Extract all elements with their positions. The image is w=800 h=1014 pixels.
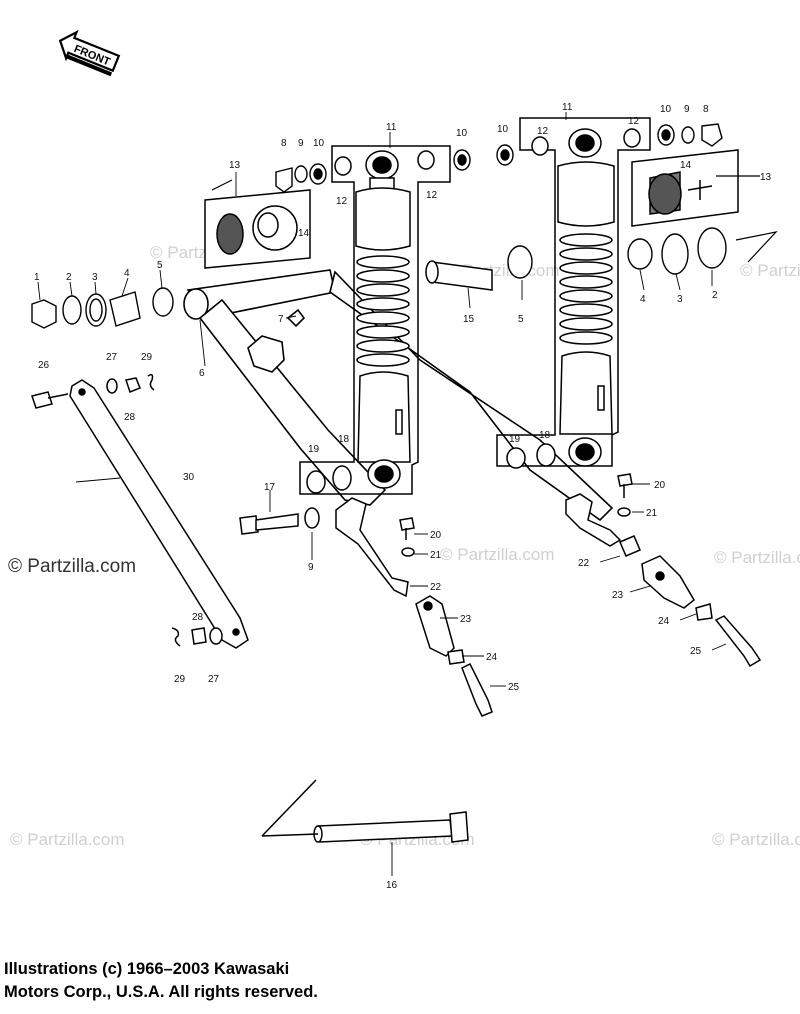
- callout-21: 21: [430, 550, 442, 561]
- callout-14: 14: [680, 160, 692, 171]
- callout-18: 18: [338, 434, 350, 445]
- cap-box-right: [631, 149, 739, 227]
- cap-box-left: [204, 189, 311, 269]
- callout-1: 1: [34, 272, 40, 283]
- right-lower-hardware: [565, 473, 762, 668]
- copyright-line-2: Motors Corp., U.S.A. All rights reserved…: [4, 983, 318, 1001]
- callout-9: 9: [298, 138, 304, 149]
- callout-3: 3: [92, 272, 98, 283]
- callout-22: 22: [578, 558, 590, 569]
- callout-28: 28: [192, 612, 204, 623]
- callout-20: 20: [654, 480, 666, 491]
- callout-25: 25: [508, 682, 520, 693]
- callout-8: 8: [703, 104, 709, 115]
- copyright-line-1: Illustrations (c) 1966–2003 Kawasaki: [4, 960, 290, 978]
- callout-7: 7: [278, 314, 284, 325]
- callout-13: 13: [760, 172, 772, 183]
- callout-24: 24: [486, 652, 498, 663]
- callout-28: 28: [124, 412, 136, 423]
- torque-link-30: [31, 373, 249, 649]
- copyright-notice: Illustrations (c) 1966–2003 Kawasaki Mot…: [4, 958, 424, 1004]
- callout-6: 6: [199, 368, 205, 379]
- callout-14: 14: [298, 228, 310, 239]
- callout-19: 19: [308, 444, 320, 455]
- callout-16: 16: [386, 880, 398, 891]
- left-lower-hardware: [239, 497, 493, 717]
- callout-11: 11: [386, 122, 397, 133]
- callout-9: 9: [684, 104, 690, 115]
- left-shock: [306, 150, 435, 494]
- callout-2: 2: [66, 272, 72, 283]
- callout-26: 26: [38, 360, 50, 371]
- callout-30: 30: [183, 472, 195, 483]
- callout-13: 13: [229, 160, 241, 171]
- callout-8: 8: [281, 138, 287, 149]
- callout-17: 17: [264, 482, 276, 493]
- pivot-bolt-16: [261, 779, 469, 843]
- callout-5: 5: [157, 260, 163, 271]
- callout-labels: 1 2 3 4 5 6 7 8 9 10 11 12 12 13 14 10 1…: [34, 102, 772, 891]
- front-arrow: FRONT: [58, 29, 121, 77]
- callout-12: 12: [628, 116, 640, 127]
- left-shock-frame: [299, 145, 451, 495]
- callout-29: 29: [174, 674, 186, 685]
- callout-12: 12: [426, 190, 438, 201]
- callout-18: 18: [539, 430, 551, 441]
- callout-22: 22: [430, 582, 442, 593]
- callout-10: 10: [497, 124, 509, 135]
- watermarks: © Partzilla.com © Partzilla.com © Partzi…: [8, 243, 800, 849]
- guide-arrows: [211, 175, 778, 263]
- watermark: © Partzilla.com: [740, 261, 800, 280]
- watermark: © Partzilla.com: [440, 545, 555, 564]
- callout-20: 20: [430, 530, 442, 541]
- callout-24: 24: [658, 616, 670, 627]
- callout-29: 29: [141, 352, 153, 363]
- callout-2: 2: [712, 290, 718, 301]
- hardware-top: [31, 123, 727, 329]
- callout-23: 23: [612, 590, 624, 601]
- callout-21: 21: [646, 508, 658, 519]
- watermark: © Partzilla.com: [712, 830, 800, 849]
- callout-12: 12: [336, 196, 348, 207]
- callout-19: 19: [509, 434, 521, 445]
- callout-5: 5: [518, 314, 524, 325]
- watermark: © Partzilla.com: [714, 548, 800, 567]
- callout-23: 23: [460, 614, 472, 625]
- callout-10: 10: [660, 104, 672, 115]
- callout-4: 4: [124, 268, 130, 279]
- callout-15: 15: [463, 314, 475, 325]
- callout-11: 11: [562, 102, 573, 113]
- callout-12: 12: [537, 126, 549, 137]
- watermark: © Partzilla.com: [10, 830, 125, 849]
- callout-27: 27: [208, 674, 220, 685]
- leader-lines: [37, 112, 727, 876]
- right-shock: [506, 128, 641, 469]
- callout-25: 25: [690, 646, 702, 657]
- right-shock-frame: [496, 117, 651, 467]
- tube-15: [425, 260, 493, 291]
- callout-4: 4: [640, 294, 646, 305]
- callout-3: 3: [677, 294, 683, 305]
- callout-27: 27: [106, 352, 118, 363]
- watermark-primary: © Partzilla.com: [8, 556, 136, 577]
- callout-10: 10: [456, 128, 468, 139]
- callout-10: 10: [313, 138, 325, 149]
- callout-9: 9: [308, 562, 314, 573]
